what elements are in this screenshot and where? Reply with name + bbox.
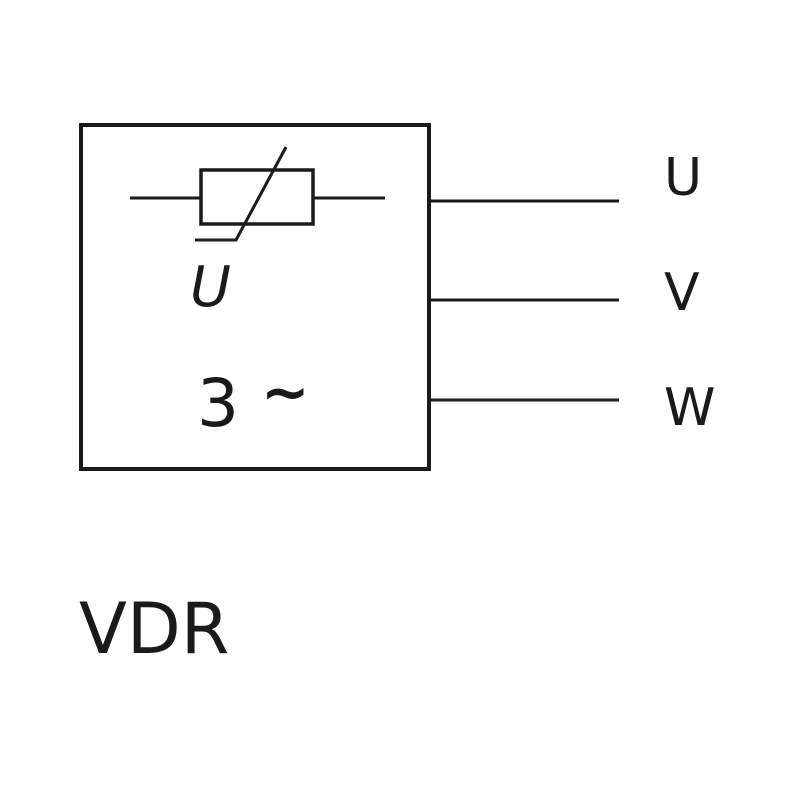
phase-count-label: 3	[197, 365, 239, 442]
varistor-resistor-body	[199, 168, 315, 226]
terminal-label-w: W	[664, 378, 715, 438]
voltage-label: U	[190, 255, 231, 320]
terminal-label-u: U	[664, 148, 702, 208]
varistor-symbol	[130, 146, 385, 242]
terminal-label-v: V	[664, 263, 700, 323]
component-enclosure	[79, 123, 431, 471]
nonlinear-slash-icon	[195, 146, 288, 242]
diagram-caption: VDR	[79, 588, 229, 670]
ac-tilde-icon: ~	[261, 358, 310, 426]
